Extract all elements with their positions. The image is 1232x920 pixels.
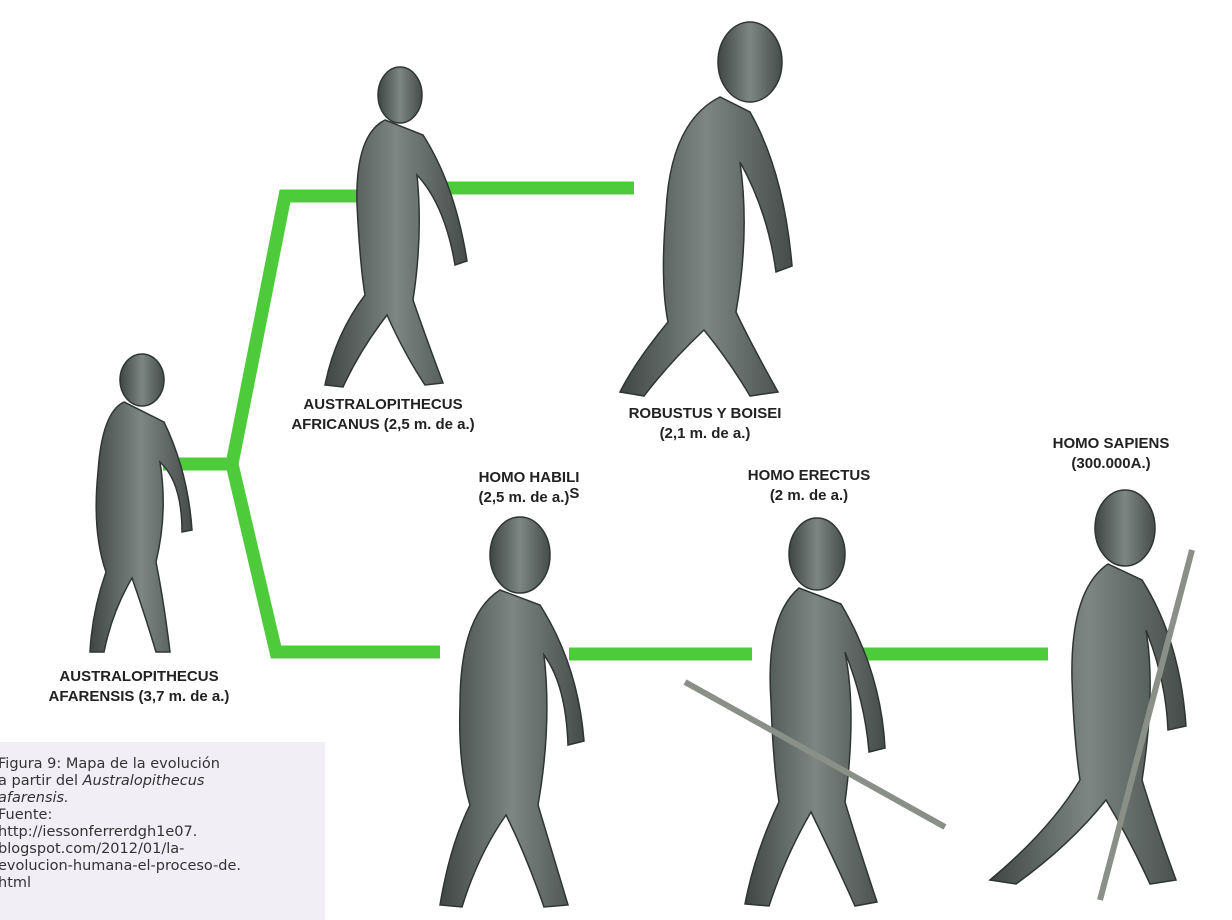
africanus-name: AUSTRALOPITHECUS — [283, 395, 483, 415]
label-robustus: ROBUSTUS Y BOISEI (2,1 m. de a.) — [610, 404, 800, 444]
caption-line-1: Figura 9: Mapa de la evolución — [0, 756, 315, 773]
afarensis-date: AFARENSIS (3,7 m. de a.) — [30, 687, 248, 707]
sapiens-name: HOMO SAPIENS — [1046, 434, 1176, 454]
erectus-date: (2 m. de a.) — [734, 486, 884, 506]
habilis-figure — [440, 517, 584, 907]
afarensis-name: AUSTRALOPITHECUS — [30, 667, 248, 687]
label-sapiens: HOMO SAPIENS (300.000A.) — [1046, 434, 1176, 474]
caption-line-3-italic: afarensis. — [0, 790, 69, 806]
habilis-name: HOMO HABILI — [454, 468, 604, 488]
caption-line-2: a partir del Australopithecus — [0, 773, 315, 790]
habilis-name-text: HOMO HABILI — [479, 469, 580, 486]
label-africanus: AUSTRALOPITHECUS AFRICANUS (2,5 m. de a.… — [283, 395, 483, 435]
caption-line-6: blogspot.com/2012/01/la- — [0, 841, 315, 858]
habilis-date-line: (2,5 m. de a.)S — [454, 488, 604, 508]
caption-line-3: afarensis. — [0, 790, 315, 807]
caption-line-5: http://iessonferrerdgh1e07. — [0, 824, 315, 841]
africanus-figure — [325, 67, 467, 387]
africanus-date: AFRICANUS (2,5 m. de a.) — [283, 415, 483, 435]
caption-line-2-prefix: a partir del — [0, 773, 83, 789]
robustus-name: ROBUSTUS Y BOISEI — [610, 404, 800, 424]
erectus-name: HOMO ERECTUS — [734, 466, 884, 486]
robustus-date: (2,1 m. de a.) — [610, 424, 800, 444]
label-habilis: HOMO HABILI (2,5 m. de a.)S — [454, 468, 604, 508]
sapiens-figure — [990, 490, 1192, 900]
caption-line-2-italic: Australopithecus — [83, 773, 205, 789]
caption-line-8: html — [0, 875, 315, 892]
caption-line-7: evolucion-humana-el-proceso-de. — [0, 858, 315, 875]
afarensis-figure — [90, 354, 192, 652]
figure-caption: Figura 9: Mapa de la evolución a partir … — [0, 742, 325, 920]
habilis-suffix: S — [569, 485, 579, 502]
caption-line-4: Fuente: — [0, 807, 315, 824]
label-erectus: HOMO ERECTUS (2 m. de a.) — [734, 466, 884, 506]
sapiens-date: (300.000A.) — [1046, 454, 1176, 474]
habilis-date: (2,5 m. de a.) — [479, 489, 570, 506]
robustus-figure — [620, 22, 792, 396]
branch-lower-arm — [232, 464, 440, 652]
erectus-figure — [685, 518, 945, 906]
label-afarensis: AUSTRALOPITHECUS AFARENSIS (3,7 m. de a.… — [30, 667, 248, 707]
